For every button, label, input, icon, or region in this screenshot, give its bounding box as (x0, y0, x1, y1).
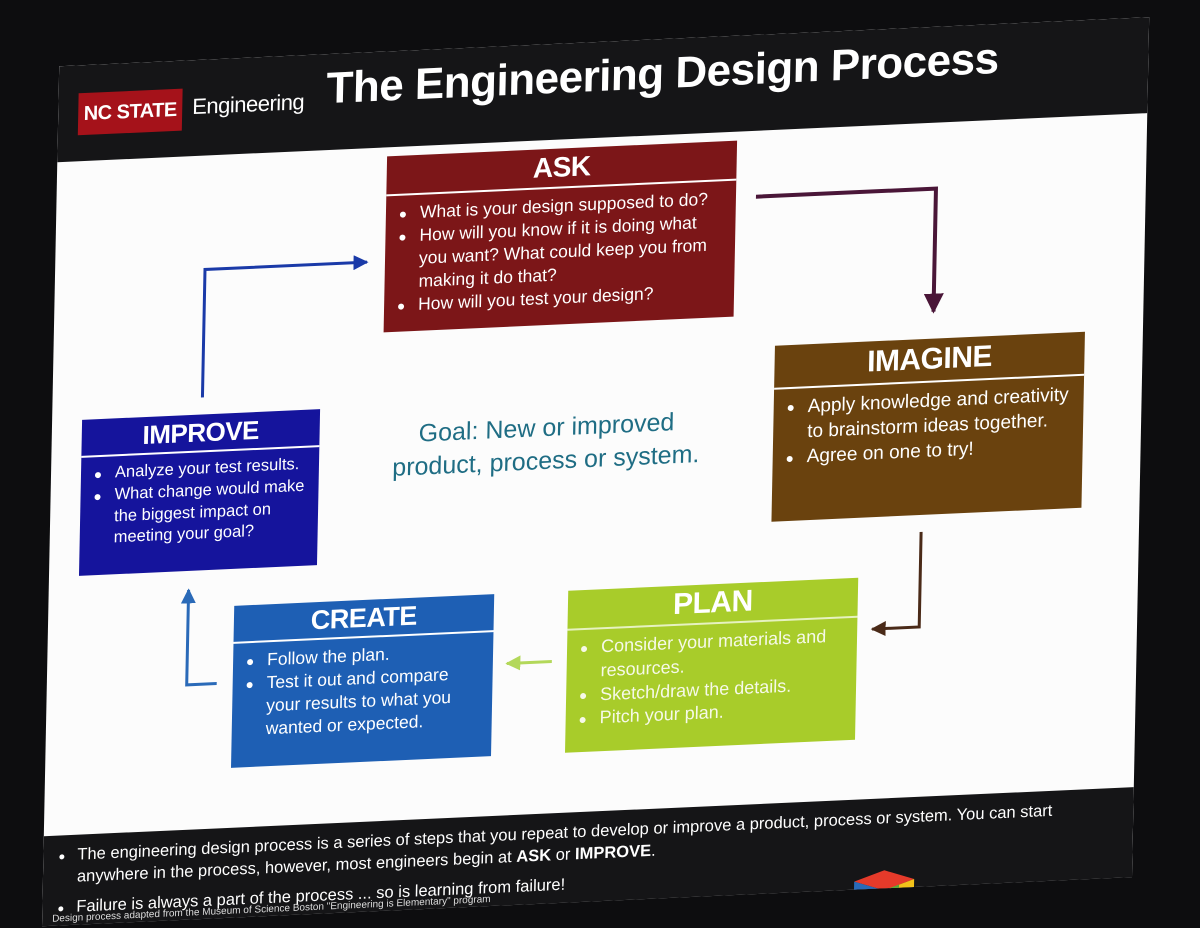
create-list: Follow the plan. Test it out and compare… (232, 638, 494, 742)
footer-period: . (650, 841, 656, 860)
footer-improve: IMPROVE (574, 841, 652, 864)
engineering-place-cube-icon (853, 870, 915, 925)
cycle-arrows (180, 186, 944, 687)
create-box: CREATE Follow the plan. Test it out and … (231, 594, 495, 768)
goal-text: Goal: New or improved product, process o… (392, 408, 700, 482)
engineering-place-logo-text: the engineering place (921, 878, 1097, 906)
imagine-list: Apply knowledge and creativity to brains… (772, 382, 1084, 471)
arrow-plan-to-create (505, 655, 552, 671)
plan-box: PLAN Consider your materials and resourc… (565, 577, 859, 753)
arrow-ask-to-imagine (755, 186, 944, 314)
improve-list: Analyze your test results. What change w… (79, 453, 319, 551)
create-item: Test it out and compare your results to … (266, 662, 485, 741)
footer-or: or (550, 845, 576, 865)
improve-item: What change would make the biggest impac… (113, 475, 310, 549)
footer-ask: ASK (516, 846, 552, 866)
arrow-improve-to-ask (200, 255, 369, 398)
improve-box: IMPROVE Analyze your test results. What … (78, 409, 321, 576)
arrow-imagine-to-plan (870, 531, 923, 636)
plan-list: Consider your materials and resources. S… (565, 624, 857, 732)
ask-list: What is your design supposed to do? How … (384, 187, 736, 318)
slide-content: NC STATE Engineering The Engineering Des… (42, 17, 1150, 927)
imagine-box: IMAGINE Apply knowledge and creativity t… (771, 331, 1085, 522)
ask-box: ASK What is your design supposed to do? … (383, 140, 738, 333)
arrow-create-to-improve (180, 588, 217, 687)
